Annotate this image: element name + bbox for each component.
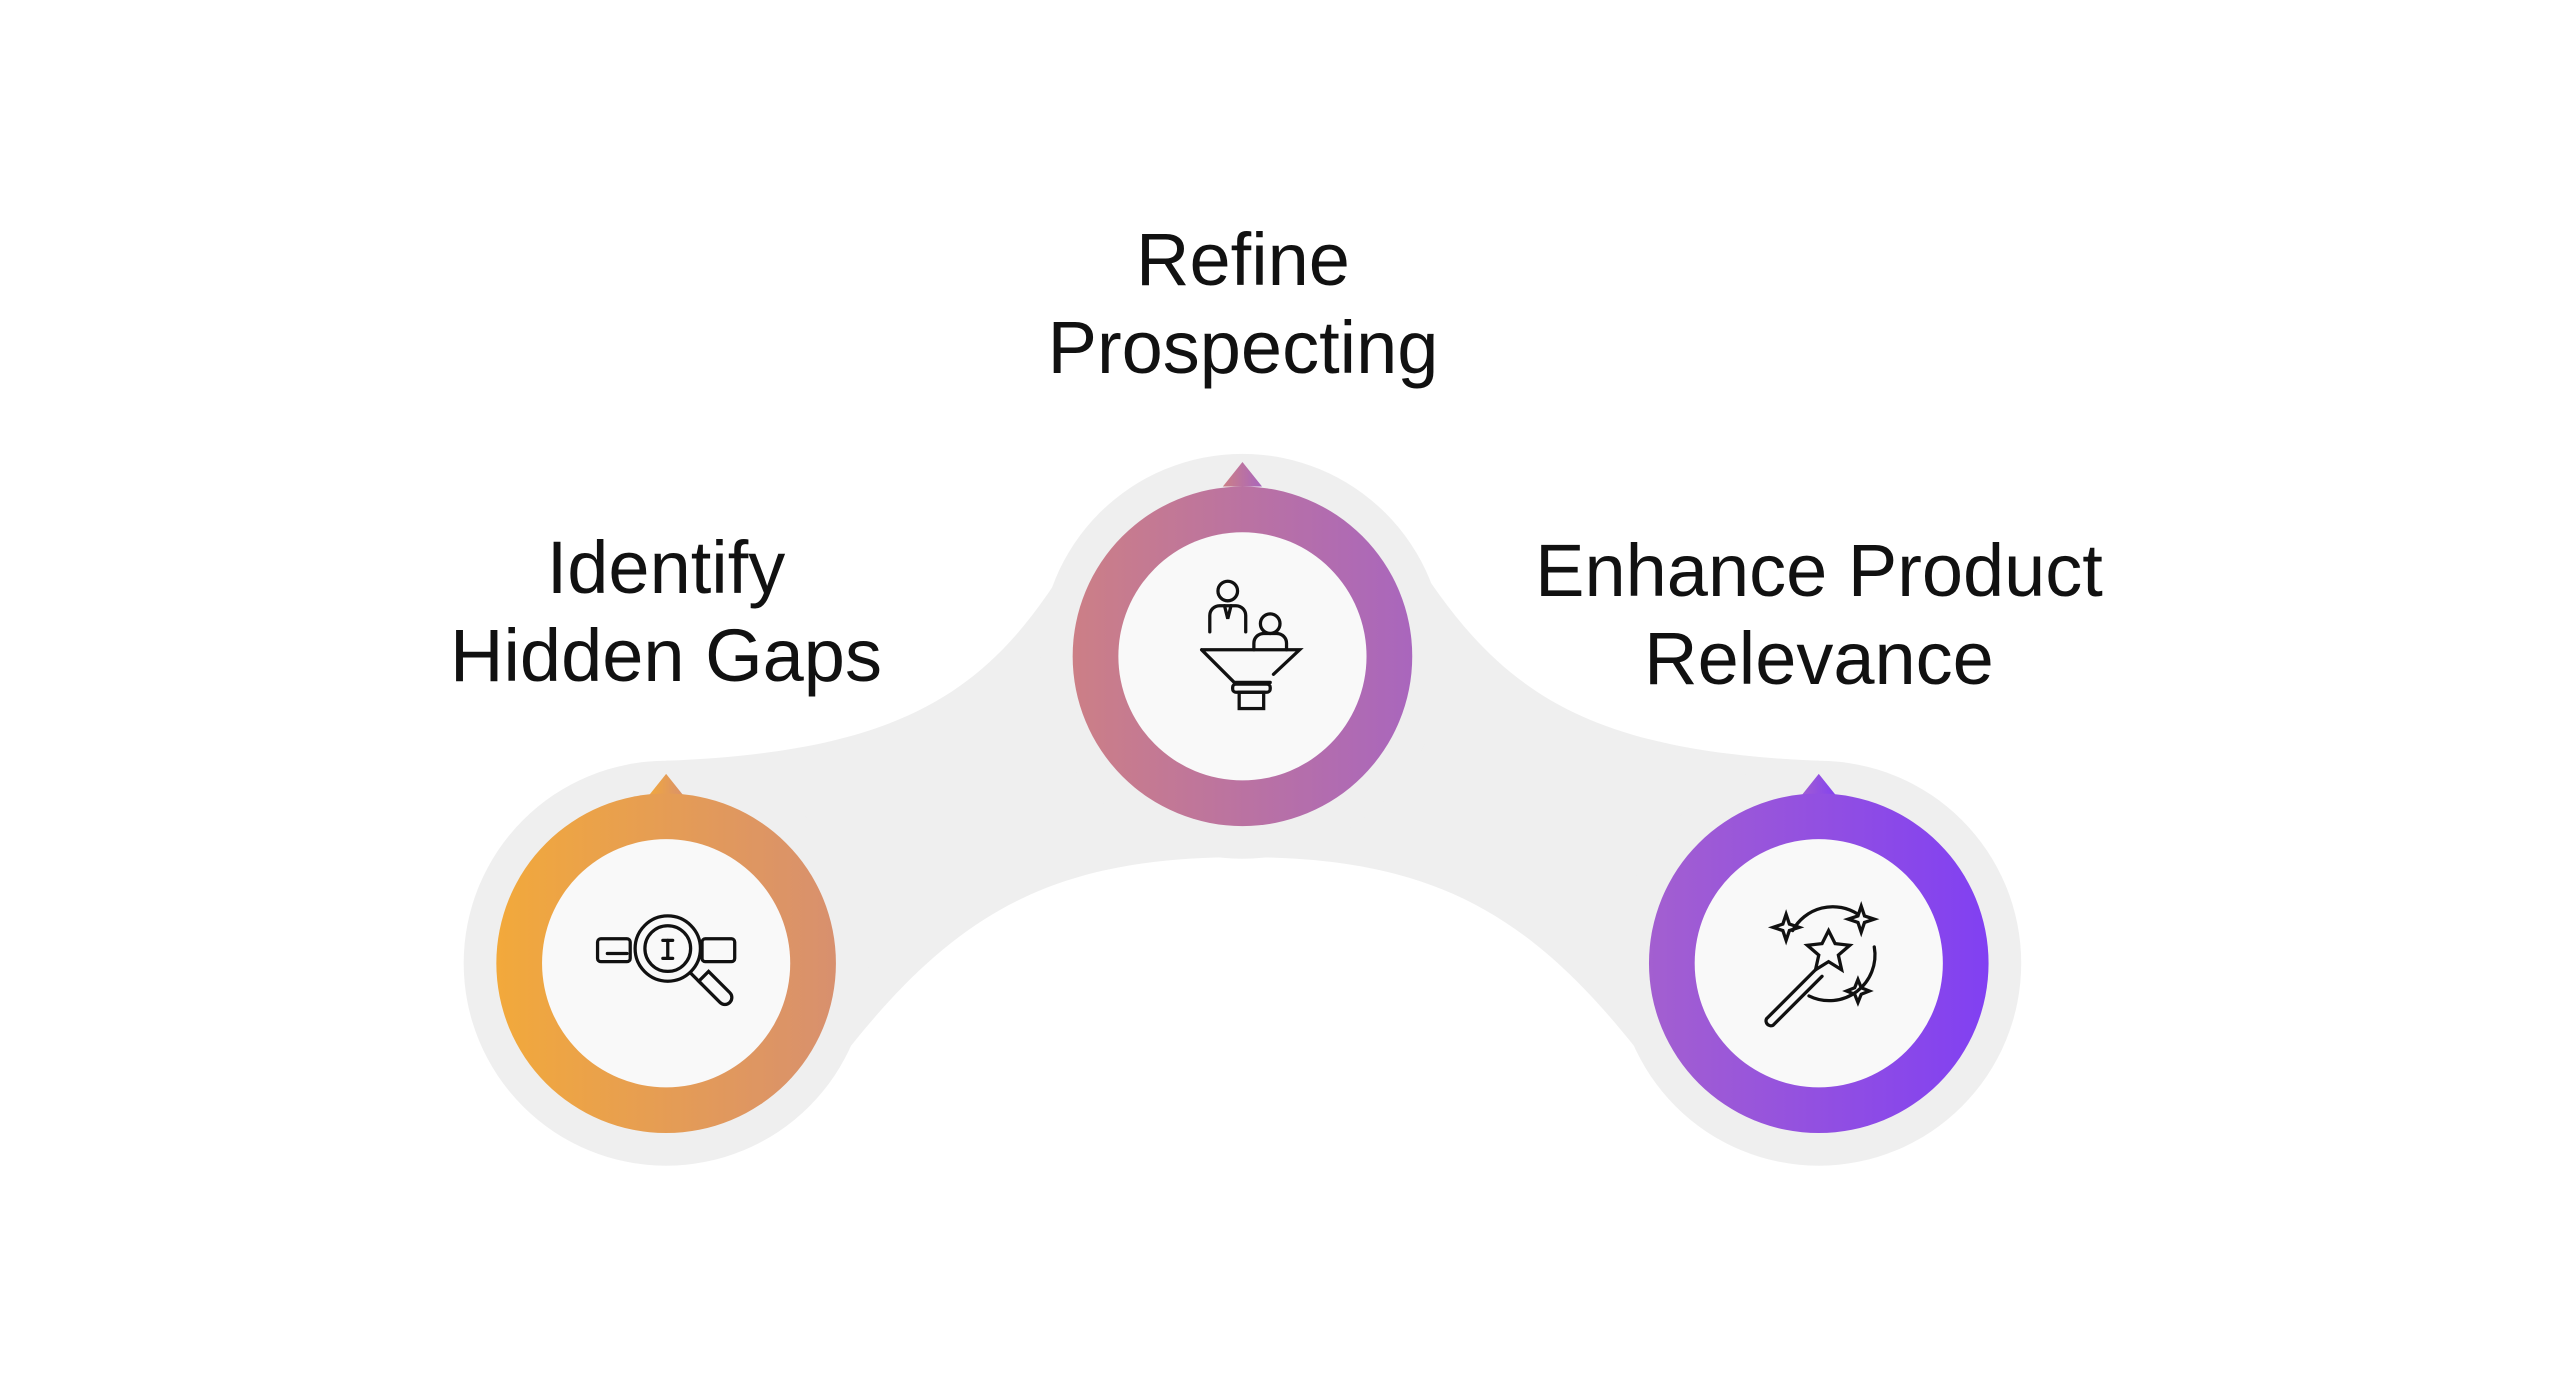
people-funnel-icon: [1200, 579, 1304, 711]
magic-wand-icon: [1764, 900, 1880, 1028]
step-title-refine: Refine Prospecting: [843, 216, 1643, 392]
step-title-line: Relevance: [1644, 617, 1994, 700]
step-title-line: Refine: [1136, 218, 1350, 301]
step-title-line: Enhance Product: [1535, 529, 2103, 612]
step-title-enhance: Enhance Product Relevance: [1419, 527, 2219, 703]
step-node-enhance: [1648, 773, 1989, 1134]
magnifier-scan-icon: [595, 914, 737, 1007]
step-title-identify: Identify Hidden Gaps: [266, 524, 1066, 700]
step-title-line: Identify: [546, 526, 786, 609]
step-title-line: Prospecting: [1047, 306, 1439, 389]
step-title-line: Hidden Gaps: [450, 614, 882, 697]
step-node-identify: [496, 773, 836, 1134]
step-node-refine: [1072, 462, 1413, 827]
